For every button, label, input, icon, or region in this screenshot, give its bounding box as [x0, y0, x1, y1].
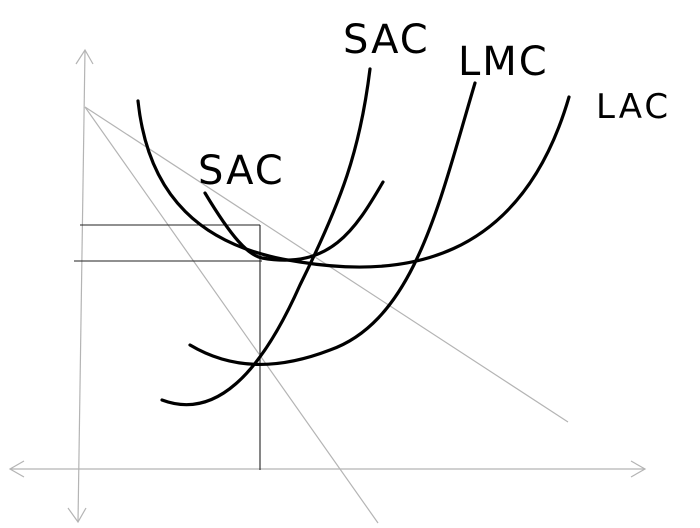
y-axis-arrow-top — [75, 48, 94, 65]
lac-label: LAC — [596, 87, 671, 127]
sac-top-curve — [160, 67, 372, 407]
sac-left-curve — [203, 180, 385, 262]
guide-lines — [74, 224, 262, 470]
marginal-revenue-line — [84, 106, 379, 524]
axes — [8, 48, 647, 524]
curves — [136, 67, 571, 407]
labels: SAC SAC LMC LAC — [198, 17, 671, 194]
x-axis-arrow-left — [8, 460, 25, 478]
lmc-curve — [188, 81, 477, 367]
lac-curve — [136, 95, 571, 269]
lmc-label: LMC — [458, 39, 549, 85]
y-axis — [77, 49, 86, 523]
x-axis-arrow-right — [630, 460, 647, 478]
sac-left-label: SAC — [198, 148, 285, 194]
sac-top-label: SAC — [343, 17, 430, 63]
y-axis-arrow-bottom — [67, 507, 87, 524]
